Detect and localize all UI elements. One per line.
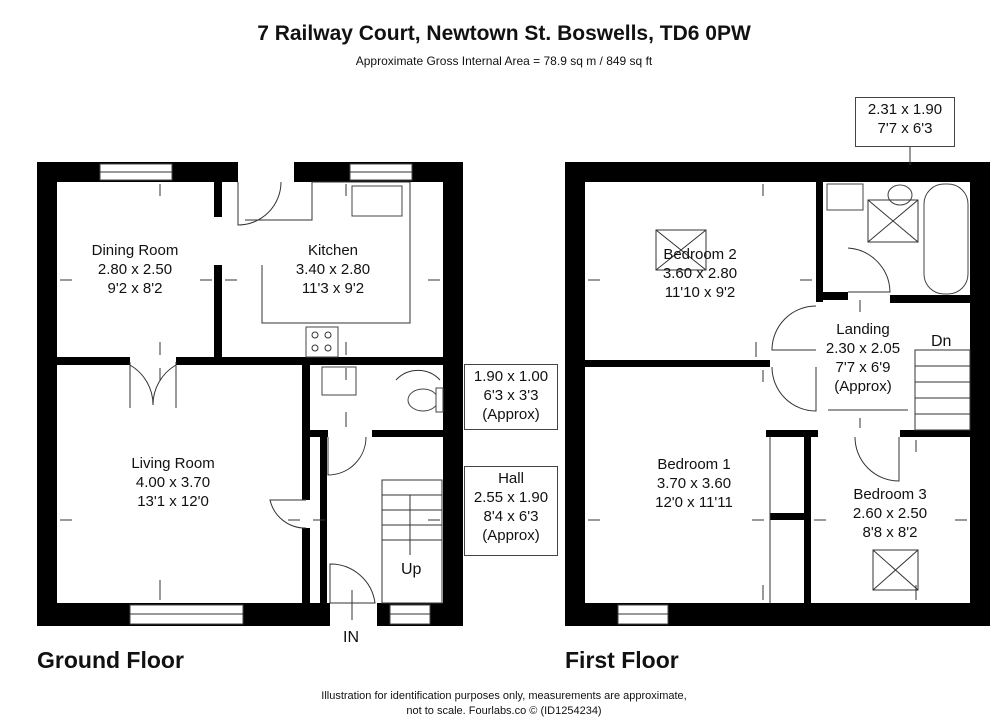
gf-wall-living-hall <box>302 365 310 500</box>
room-landing: Landing 2.30 x 2.05 7'7 x 6'9 (Approx) <box>808 320 918 396</box>
ff-wardrobe-wall <box>770 513 804 520</box>
gf-wc-basin <box>321 366 357 396</box>
ff-bath <box>923 183 969 295</box>
room-living-imperial: 13'1 x 12'0 <box>137 493 209 510</box>
room-living-metric: 4.00 x 3.70 <box>135 474 211 491</box>
gf-wc-door <box>327 436 367 476</box>
first-floor-label: First Floor <box>565 647 679 673</box>
gf-wall-dining-living-b <box>176 357 453 365</box>
gf-stair-label: Up <box>401 561 422 578</box>
room-landing-name: Landing <box>836 321 890 338</box>
gf-back-door <box>237 181 282 226</box>
room-kitchen-imperial: 11'3 x 9'2 <box>301 280 365 297</box>
ff-wall-bed2-bed1 <box>585 360 770 367</box>
gf-entrance-label: IN <box>343 629 359 646</box>
ff-north-wall <box>565 162 990 182</box>
room-bedroom2-name: Bedroom 2 <box>663 246 737 263</box>
gf-french-doors <box>129 364 177 406</box>
gf-wall-stair <box>320 437 327 605</box>
ff-velux <box>867 199 919 243</box>
room-bathroom-imperial: 7'7 x 6'3 <box>877 120 933 137</box>
gf-wall-dining-kitchen-b <box>214 265 222 360</box>
room-dining-metric: 2.80 x 2.50 <box>97 261 173 278</box>
room-dining: Dining Room 2.80 x 2.50 9'2 x 8'2 <box>72 241 198 298</box>
room-landing-metric: 2.30 x 2.05 <box>825 340 901 357</box>
room-landing-imperial: 7'7 x 6'9 <box>835 359 891 376</box>
gf-hob <box>305 326 339 358</box>
ff-basin <box>826 183 864 211</box>
gf-toilet <box>407 388 439 412</box>
page-subtitle: Approximate Gross Internal Area = 78.9 s… <box>355 54 653 68</box>
room-hall-dimensions: Hall 2.55 x 1.90 8'4 x 6'3 (Approx) <box>464 466 558 556</box>
room-hall-name: Hall <box>498 470 524 487</box>
footer-line-1: Illustration for identification purposes… <box>321 690 687 702</box>
ff-wall-bed1-landing <box>766 430 818 437</box>
ff-velux-bed3 <box>872 549 919 591</box>
ff-east-wall <box>970 162 990 626</box>
first-floor-plan <box>565 120 990 626</box>
room-bedroom2: Bedroom 2 3.60 x 2.80 11'10 x 9'2 <box>636 245 764 302</box>
room-bedroom1-name: Bedroom 1 <box>657 456 731 473</box>
room-bedroom3-imperial: 8'8 x 8'2 <box>862 524 918 541</box>
gf-west-wall <box>37 162 57 626</box>
room-wc-metric: 1.90 x 1.00 <box>473 368 549 385</box>
room-dining-imperial: 9'2 x 8'2 <box>107 280 163 297</box>
room-landing-note: (Approx) <box>834 378 892 395</box>
ff-wall-bed1-bed3 <box>804 437 811 603</box>
gf-living-door <box>269 499 307 529</box>
ground-floor-plan <box>37 162 463 626</box>
ff-west-wall <box>565 162 585 626</box>
ff-toilet <box>887 184 913 206</box>
gf-staircase <box>381 479 443 604</box>
ff-wall-bed2-bath <box>816 182 823 302</box>
ff-wall-bed3-north <box>900 430 970 437</box>
room-kitchen-name: Kitchen <box>307 242 359 259</box>
gf-wall-dining-living-a <box>57 357 130 365</box>
gf-east-wall <box>443 162 463 626</box>
room-hall-note: (Approx) <box>482 527 540 544</box>
ground-floor-label: Ground Floor <box>37 647 184 673</box>
ff-staircase <box>914 349 971 431</box>
room-living-name: Living Room <box>131 455 215 472</box>
gf-wall-wc-b <box>372 430 443 437</box>
room-bedroom1-metric: 3.70 x 3.60 <box>656 475 732 492</box>
ff-south-wall <box>565 603 990 626</box>
ff-bed1-door <box>771 366 817 412</box>
room-kitchen-metric: 3.40 x 2.80 <box>295 261 371 278</box>
ff-velux-bed2 <box>655 229 707 271</box>
room-wc-note: (Approx) <box>482 406 540 423</box>
room-bedroom1: Bedroom 1 3.70 x 3.60 12'0 x 11'11 <box>630 455 758 512</box>
room-wc-dimensions: 1.90 x 1.00 6'3 x 3'3 (Approx) <box>464 364 558 430</box>
ff-bed3-door <box>854 436 900 482</box>
room-hall-imperial: 8'4 x 6'3 <box>483 508 539 525</box>
ff-bath-door <box>847 247 891 293</box>
room-bedroom3: Bedroom 3 2.60 x 2.50 8'8 x 8'2 <box>826 485 954 542</box>
room-bathroom-dimensions: 2.31 x 1.90 7'7 x 6'3 <box>855 97 955 147</box>
room-bedroom2-metric: 3.60 x 2.80 <box>662 265 738 282</box>
ff-wall-bath-south <box>890 295 970 303</box>
gf-wall-living-hall-b <box>302 528 310 605</box>
room-bathroom-metric: 2.31 x 1.90 <box>867 101 943 118</box>
gf-wall-dining-kitchen-a <box>214 182 222 217</box>
footer-disclaimer: Illustration for identification purposes… <box>0 689 1008 719</box>
room-hall-metric: 2.55 x 1.90 <box>473 489 549 506</box>
room-kitchen: Kitchen 3.40 x 2.80 11'3 x 9'2 <box>270 241 396 298</box>
ff-wall-bath-landing <box>816 292 848 300</box>
room-bedroom3-metric: 2.60 x 2.50 <box>852 505 928 522</box>
room-bedroom2-imperial: 11'10 x 9'2 <box>664 284 736 301</box>
room-wc-imperial: 6'3 x 3'3 <box>483 387 539 404</box>
ff-bed2-door <box>771 305 817 351</box>
room-dining-name: Dining Room <box>91 242 179 259</box>
room-bedroom1-imperial: 12'0 x 11'11 <box>655 494 733 511</box>
gf-front-door <box>329 563 376 604</box>
ff-stair-label: Dn <box>931 333 952 350</box>
gf-wall-wc-a <box>310 430 328 437</box>
room-living: Living Room 4.00 x 3.70 13'1 x 12'0 <box>110 454 236 511</box>
gf-sink <box>351 185 403 217</box>
page-title: 7 Railway Court, Newtown St. Boswells, T… <box>257 22 751 45</box>
footer-line-2: not to scale. Fourlabs.co © (ID1254234) <box>406 705 602 717</box>
room-bedroom3-name: Bedroom 3 <box>853 486 927 503</box>
